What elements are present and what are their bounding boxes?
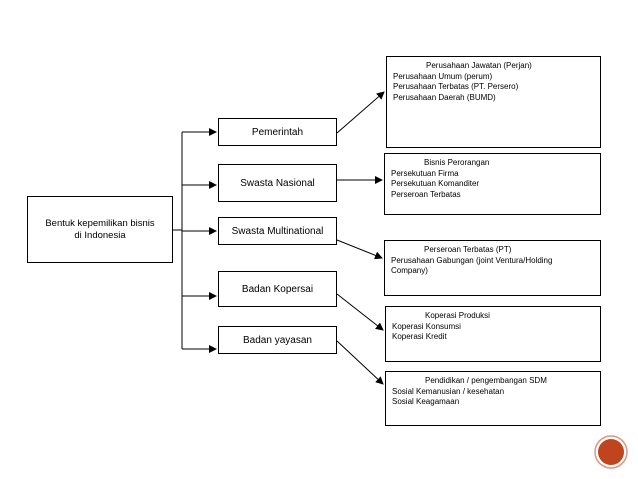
detail-badan-yayasan: Pendidikan / pengembangan SDM Sosial Kem… (385, 371, 601, 426)
category-label: Swasta Nasional (240, 177, 315, 189)
arrow-badan-yayasan-detail (336, 340, 384, 385)
root-label-line2: di Indonesia (74, 229, 126, 241)
detail-line: Koperasi Konsumsi (392, 321, 461, 331)
arrow-swasta-multinational-detail (336, 239, 383, 260)
detail-line: Sosial Keagamaan (392, 397, 460, 407)
detail-line: Company) (391, 266, 428, 276)
category-label: Swasta Multinational (231, 225, 324, 237)
category-swasta-multinational: Swasta Multinational (218, 217, 337, 245)
detail-swasta-nasional: Bisnis Perorangan Persekutuan Firma Pers… (384, 153, 601, 215)
root-label-line1: Bentuk kepemilikan bisnis (45, 217, 155, 229)
category-badan-yayasan: Badan yayasan (218, 326, 337, 354)
root-box: Bentuk kepemilikan bisnis di Indonesia (27, 196, 173, 263)
category-badan-kopersai: Badan Kopersai (218, 271, 337, 307)
detail-line: Sosial Kemanusian / kesehatan (392, 386, 505, 396)
arrow-badan-kopersai-detail (336, 293, 384, 331)
detail-line: Persekutuan Firma (391, 168, 459, 178)
category-label: Badan yayasan (243, 334, 312, 346)
detail-line: Koperasi Produksi (425, 311, 490, 320)
detail-line: Perseroan Terbatas (PT) (424, 245, 512, 254)
detail-swasta-multinational: Perseroan Terbatas (PT) Perusahaan Gabun… (384, 240, 601, 296)
category-pemerintah: Pemerintah (218, 118, 337, 146)
arrow-pemerintah-detail (336, 91, 385, 134)
orange-circle-icon (594, 435, 628, 469)
detail-line: Persekutuan Komanditer (391, 179, 480, 189)
detail-line: Perusahaan Umum (perum) (393, 71, 493, 81)
detail-line: Perusahaan Terbatas (PT. Persero) (393, 82, 519, 92)
detail-line: Pendidikan / pengembangan SDM (425, 376, 547, 385)
detail-line: Perusahaan Daerah (BUMD) (393, 92, 496, 102)
detail-line: Bisnis Perorangan (424, 158, 490, 167)
category-swasta-nasional: Swasta Nasional (218, 164, 337, 202)
detail-line: Perusahaan Gabungan (joint Ventura/Holdi… (391, 255, 553, 265)
category-label: Pemerintah (251, 126, 304, 138)
detail-pemerintah: Perusahaan Jawatan (Perjan) Perusahaan U… (386, 56, 601, 148)
category-label: Badan Kopersai (241, 283, 314, 295)
detail-line: Perseroan Terbatas (391, 189, 461, 199)
detail-line: Koperasi Kredit (392, 332, 447, 342)
detail-line: Perusahaan Jawatan (Perjan) (426, 61, 532, 70)
detail-badan-kopersai: Koperasi Produksi Koperasi Konsumsi Kope… (385, 306, 601, 362)
